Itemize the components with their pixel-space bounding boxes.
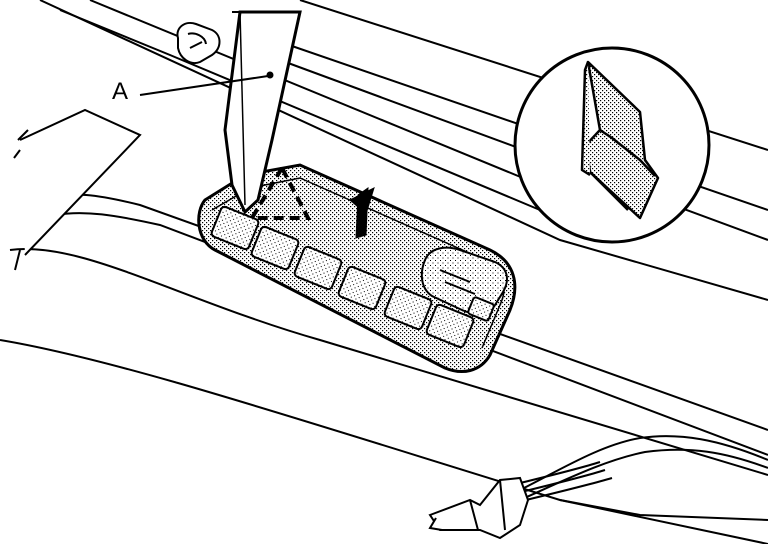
harness-connector <box>428 476 530 540</box>
press-direction-arrow <box>349 187 375 239</box>
panel-clip <box>176 22 221 64</box>
detail-magnifier-circle <box>513 46 711 244</box>
release-tab-triangle <box>248 163 312 220</box>
callout-label-a: A <box>112 78 129 105</box>
retaining-clip-detail <box>580 60 660 220</box>
callout-leader-line <box>139 75 269 96</box>
side-panel-piece <box>13 108 142 256</box>
pry-tool <box>223 10 302 215</box>
lower-panel-edge <box>559 499 768 521</box>
switch-buttons <box>210 205 475 349</box>
switch-cluster-right <box>420 246 508 322</box>
